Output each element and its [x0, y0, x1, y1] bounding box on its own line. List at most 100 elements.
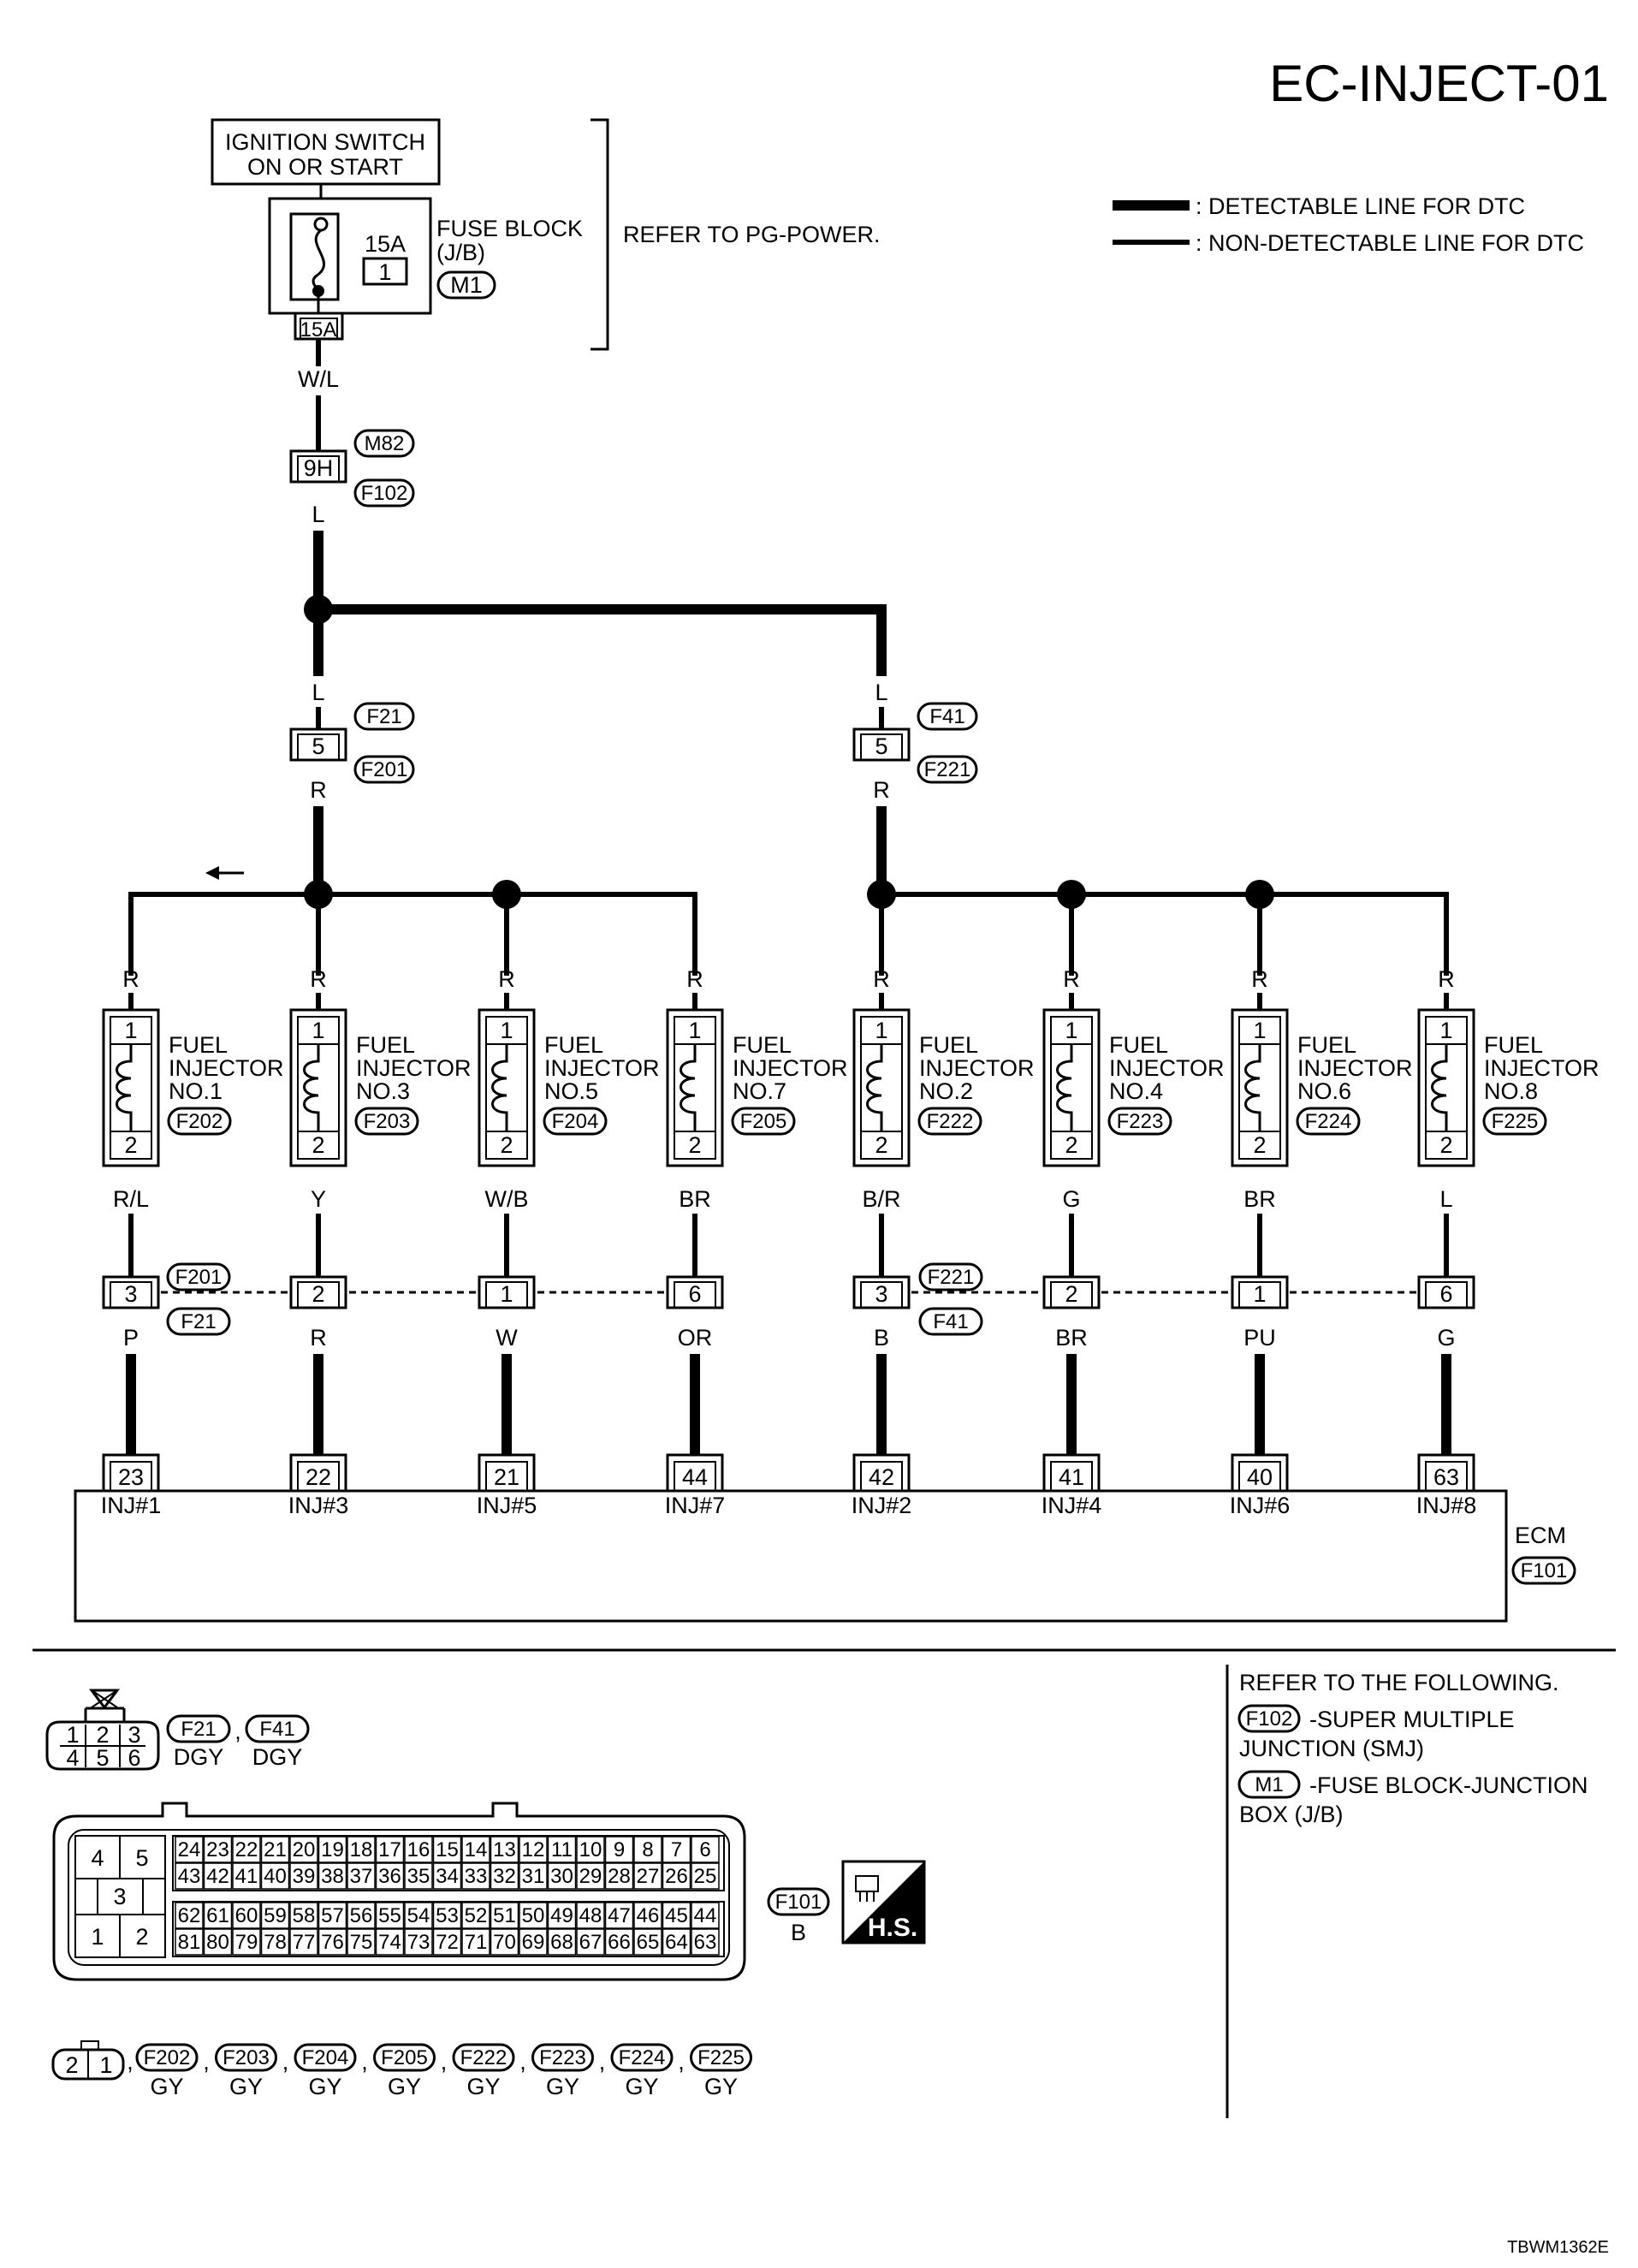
injector-pin-bottom: 2	[124, 1132, 137, 1158]
refer-box: REFER TO THE FOLLOWING. F102 -SUPER MULT…	[1237, 1670, 1588, 1827]
ecm-pin-cell	[375, 1928, 405, 1956]
refer-connector-m1: M1	[1255, 1773, 1283, 1796]
ecm-pin-cell	[633, 1862, 662, 1890]
refer-connector-f102: F102	[1246, 1707, 1293, 1731]
ecm-pin-cell	[461, 1928, 490, 1956]
ecm-pin: 21	[494, 1464, 519, 1490]
injector-label: FUEL	[1297, 1032, 1356, 1058]
pin-label: 38	[321, 1865, 344, 1888]
pin-label: 61	[206, 1904, 229, 1927]
injector-pin-top: 1	[1065, 1018, 1077, 1043]
branch-2: L 5 F41 F221 R	[852, 680, 978, 803]
pin-label: 1	[99, 2052, 112, 2078]
connector-id: F223	[539, 2046, 586, 2069]
connector-id: F205	[381, 2046, 428, 2069]
ecm-pin-cell	[604, 1928, 634, 1956]
injector-pin-bottom: 2	[1253, 1132, 1266, 1158]
ecm-pin-cell	[260, 1836, 290, 1863]
pin-label: 4	[66, 1745, 79, 1771]
wire-color-in: R	[1063, 966, 1080, 992]
pin-label: 44	[694, 1904, 717, 1927]
ecm-pin-cell	[547, 1862, 577, 1890]
pin-label: 18	[350, 1838, 373, 1861]
wire-color-in: R	[122, 966, 139, 992]
refer-item1-line1: -SUPER MULTIPLE	[1309, 1707, 1515, 1732]
ecm-pin-cell	[576, 1928, 605, 1956]
pin-label: 70	[493, 1931, 516, 1954]
pin-label: 50	[522, 1904, 545, 1927]
coil-icon	[116, 1044, 133, 1131]
wire-color-out: L	[1439, 1186, 1452, 1212]
connector-id: F225	[697, 2046, 745, 2069]
injector-label: INJECTOR	[919, 1055, 1035, 1081]
pin-label: 60	[235, 1904, 258, 1927]
ecm-pin-cell	[375, 1836, 405, 1863]
fuel-injectors: R12FUELINJECTORNO.1F202R/L3P23INJ#1R12FU…	[101, 966, 1599, 1518]
ecm-pin: 42	[869, 1464, 894, 1490]
ecm-pin-cell	[662, 1902, 691, 1929]
ecm-terminal-label: INJ#3	[288, 1493, 349, 1518]
ecm-pin-cell	[175, 1928, 204, 1956]
pin-label: 13	[493, 1838, 516, 1861]
ecm-pin: 44	[682, 1464, 708, 1490]
ecm-pin-cell	[347, 1836, 376, 1863]
branch-terminal: 5	[875, 733, 887, 759]
connector-color: GY	[704, 2074, 738, 2099]
ignition-switch-label: IGNITION SWITCH	[225, 129, 425, 155]
coil-icon	[1431, 1044, 1448, 1131]
ecm-pin-cell	[461, 1836, 490, 1863]
pin-label: 81	[178, 1931, 201, 1954]
power-supply: IGNITION SWITCH ON OR START 15A 1 FUSE B…	[211, 118, 887, 676]
pin-label: 74	[378, 1931, 401, 1954]
connector-separator: ,	[127, 2049, 134, 2075]
injector-number: NO.1	[169, 1078, 223, 1104]
injector-number: NO.3	[356, 1078, 410, 1104]
pin-label: 67	[579, 1931, 602, 1954]
ecm-pin-cell	[576, 1836, 605, 1863]
wire-color-in: R	[1251, 966, 1268, 992]
joint-terminal: 2	[312, 1281, 324, 1307]
ecm-pin-cell	[375, 1902, 405, 1929]
pin-label: 24	[178, 1838, 201, 1861]
ecm-pin-cell	[461, 1902, 490, 1929]
injector-pin-bottom: 2	[500, 1132, 513, 1158]
connector-color: DGY	[174, 1744, 224, 1770]
ecm-pin: 41	[1059, 1464, 1084, 1490]
pin-label: 48	[579, 1904, 602, 1927]
ecm-terminal-label: INJ#6	[1230, 1493, 1291, 1518]
injector-pin-bottom: 2	[1439, 1132, 1452, 1158]
wire-color-ecm: PU	[1243, 1325, 1276, 1351]
pin-label: 78	[264, 1931, 287, 1954]
ecm: ECM F101	[74, 1489, 1576, 1623]
pin-label: 68	[550, 1931, 573, 1954]
pin-label: 37	[350, 1865, 373, 1888]
injector-pin-bottom: 2	[1065, 1132, 1077, 1158]
wire-color-l: L	[312, 502, 324, 527]
refer-item2-line1: -FUSE BLOCK-JUNCTION	[1309, 1772, 1588, 1798]
pin-label: 10	[579, 1838, 602, 1861]
connector-id: F202	[144, 2046, 191, 2069]
wire-color-ecm: W	[496, 1325, 518, 1351]
pin-label: 59	[264, 1904, 287, 1927]
injector-label: INJECTOR	[1297, 1055, 1413, 1081]
joint-connector-f21: F21	[181, 1310, 216, 1333]
ecm-pin-cell	[490, 1836, 519, 1863]
injector-connector: F204	[552, 1110, 599, 1133]
connector-id: F21	[181, 1718, 216, 1741]
ecm-pin-cell	[490, 1902, 519, 1929]
connector-separator: ,	[203, 2049, 210, 2075]
joint-connector-f221: F221	[928, 1266, 975, 1289]
pin-label: 71	[465, 1931, 488, 1954]
pin-label: 6	[699, 1838, 710, 1861]
pin-label: 27	[637, 1865, 660, 1888]
pin-label: 33	[465, 1865, 488, 1888]
connector-latch-icon	[89, 1689, 120, 1710]
ecm-box	[74, 1489, 1508, 1623]
injector-connector: F202	[176, 1110, 223, 1133]
ecm-pin-cell	[547, 1902, 577, 1929]
injector-label: FUEL	[544, 1032, 603, 1058]
pin-label: 45	[665, 1904, 688, 1927]
wire-color-in: R	[686, 966, 703, 992]
